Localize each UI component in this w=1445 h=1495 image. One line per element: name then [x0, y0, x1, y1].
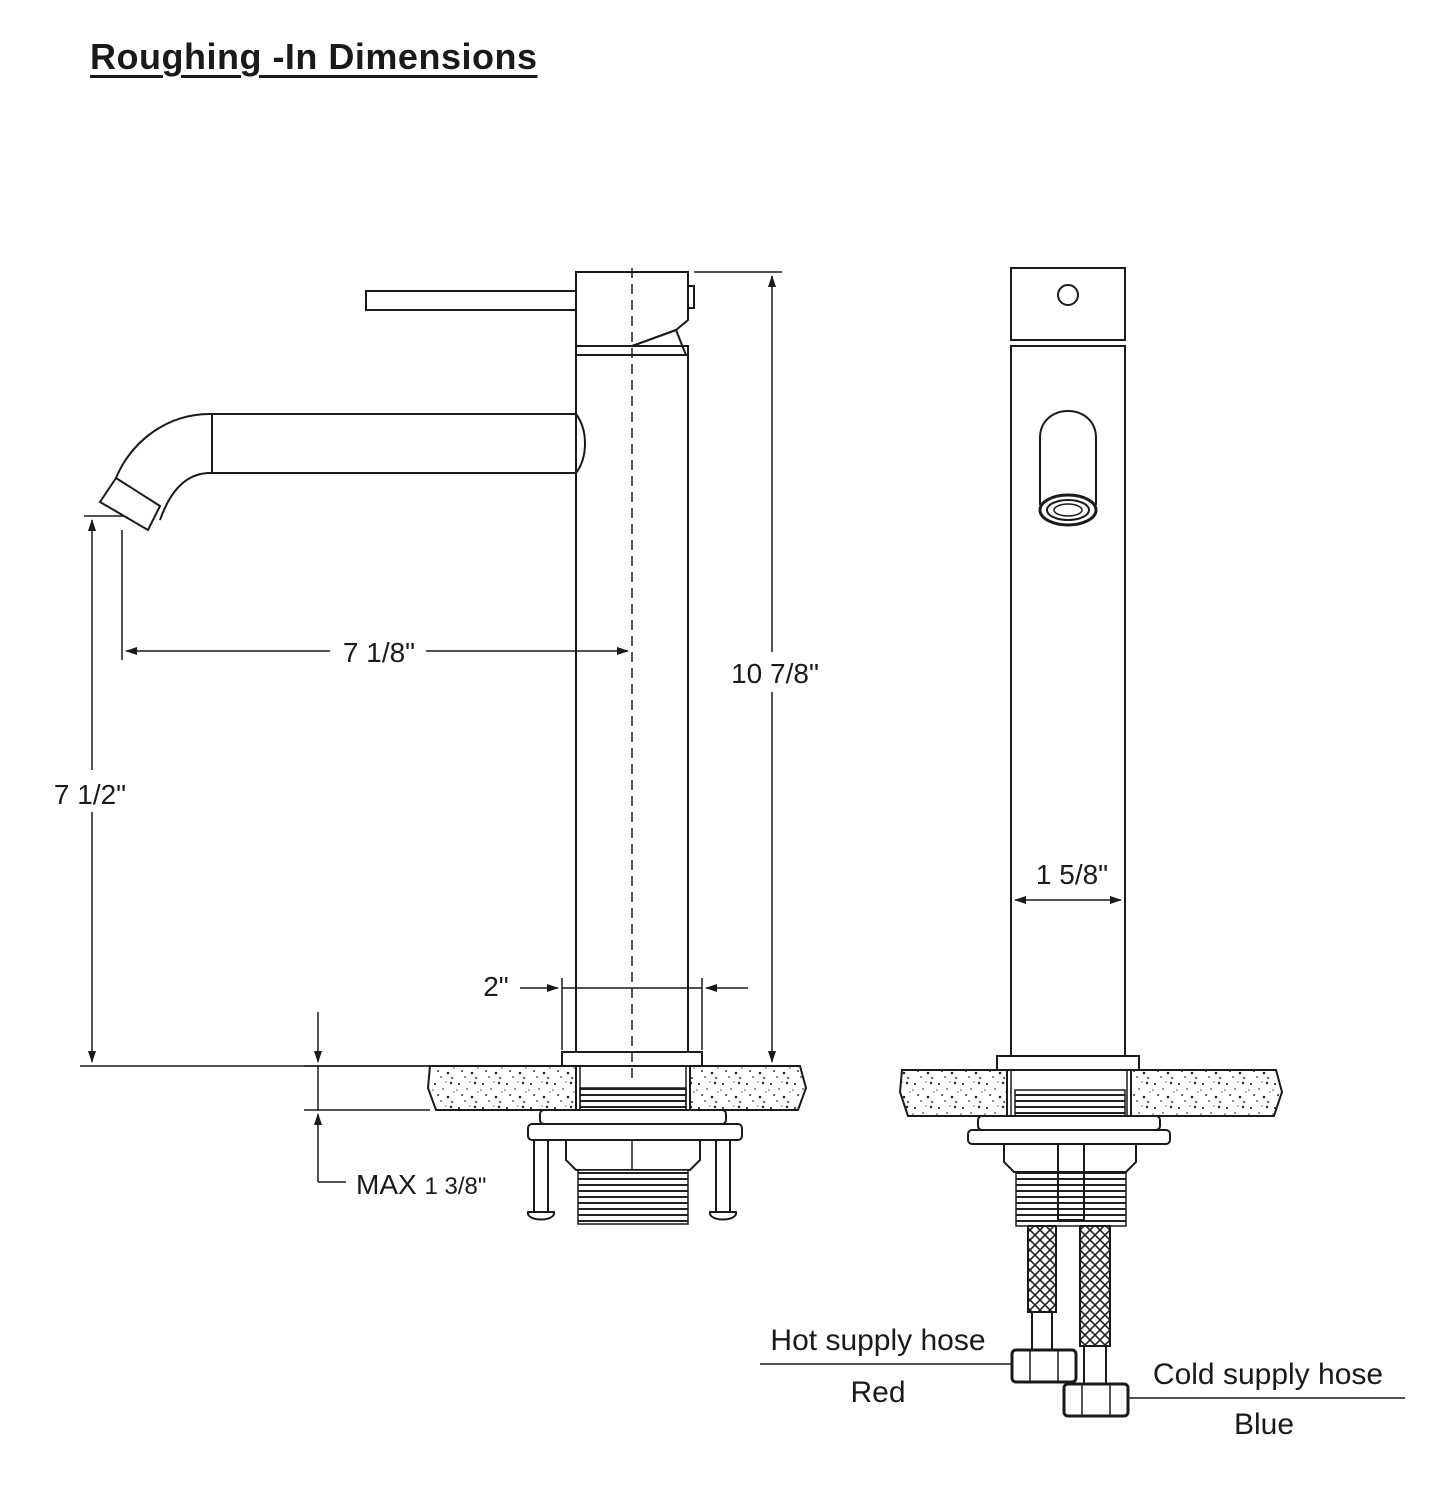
hot-hose-color: Red: [850, 1376, 905, 1409]
hot-hose-label: Hot supply hose: [770, 1324, 985, 1357]
faucet-body-front: [1010, 345, 1126, 1057]
dim-body-width: 1 5/8": [1014, 859, 1122, 904]
dim-spout-reach: 7 1/8": [121, 530, 629, 668]
handle-lever: [365, 290, 577, 311]
front-view-faucet: 1 5/8" Hot supply hose Red Cold supply h…: [760, 267, 1405, 1441]
dim-max-thickness: MAX 1 3/8": [304, 1012, 486, 1200]
countertop-front: [898, 1069, 1284, 1117]
dim-total-height: 10 7/8": [694, 271, 819, 1067]
page-title: Roughing -In Dimensions: [90, 36, 538, 77]
dim-spout-height-label: 7 1/2": [54, 779, 126, 810]
base-ring-front: [996, 1055, 1140, 1071]
handle-cap: [575, 271, 695, 356]
side-view-faucet: 10 7/8" 7 1/8" 7 1/2" 2": [54, 268, 819, 1225]
aerator-outlet: [1038, 410, 1098, 527]
mounting-hardware: [527, 1109, 743, 1225]
supply-hoses: [1010, 1225, 1130, 1418]
cold-hose-label: Cold supply hose: [1153, 1358, 1383, 1391]
spout: [98, 413, 586, 532]
handle-screw: [1057, 284, 1079, 306]
dim-spout-height: 7 1/2": [54, 515, 430, 1067]
dim-total-height-label: 10 7/8": [731, 658, 819, 689]
dim-base-diameter-label: 2": [483, 971, 509, 1002]
handle-cap-front: [1010, 267, 1126, 341]
base-ring: [561, 1051, 703, 1067]
dim-base-diameter: 2": [483, 971, 748, 1050]
hot-hose-callout: Hot supply hose Red: [760, 1324, 1012, 1409]
mounting-hardware-front: [967, 1115, 1171, 1227]
dim-max-thickness-label: MAX 1 3/8": [356, 1169, 486, 1200]
cold-hose-color: Blue: [1234, 1408, 1294, 1441]
cold-hose-callout: Cold supply hose Blue: [1128, 1358, 1405, 1441]
dim-body-width-label: 1 5/8": [1036, 859, 1108, 890]
dim-spout-reach-label: 7 1/8": [343, 637, 415, 668]
countertop-side: [426, 1065, 808, 1111]
